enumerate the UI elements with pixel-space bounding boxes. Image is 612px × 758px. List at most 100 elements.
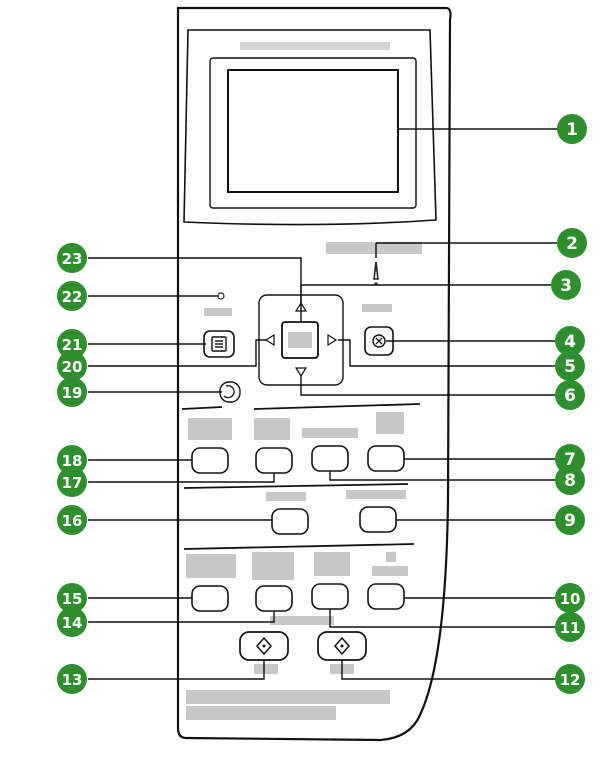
callout-number: 17 (62, 474, 83, 492)
hood-label-placeholder (240, 42, 390, 50)
leader-lines (88, 128, 560, 680)
row1-button-1[interactable] (191, 447, 229, 474)
callout-circle (57, 467, 87, 497)
callout-badge-5: 5 (555, 351, 585, 381)
callout-circle (57, 377, 87, 407)
callout-badge-17: 17 (57, 467, 87, 497)
row1-label-c (302, 428, 358, 438)
callout-badge-7: 7 (555, 444, 585, 474)
divider-3 (183, 543, 415, 550)
callout-badge-6: 6 (555, 380, 585, 410)
callout-number: 21 (62, 336, 83, 354)
row1-label-d (376, 412, 404, 434)
callout-number: 23 (62, 250, 83, 268)
callout-badge-14: 14 (57, 607, 87, 637)
divider-1a (181, 406, 223, 410)
callout-badge-1: 1 (557, 114, 587, 144)
callout-circle (57, 664, 87, 694)
callout-circle (555, 664, 585, 694)
callout-circle (57, 607, 87, 637)
callout-badge-9: 9 (555, 505, 585, 535)
callout-badge-11: 11 (555, 612, 585, 642)
callout-circle (555, 465, 585, 495)
row3-label-a (186, 554, 236, 578)
row2-label-b (346, 490, 406, 499)
callout-circle (555, 351, 585, 381)
callout-badge-23: 23 (57, 243, 87, 273)
row2-button-2[interactable] (359, 506, 397, 533)
callout-badge-4: 4 (555, 326, 585, 356)
divider-1b (253, 403, 421, 410)
x-circle-icon (372, 334, 386, 348)
callout-circle (57, 243, 87, 273)
callout-number: 13 (62, 671, 83, 689)
callout-circle (57, 445, 87, 475)
row3-button-1[interactable] (191, 585, 229, 612)
callout-badge-8: 8 (555, 465, 585, 495)
callout-badge-3: 3 (551, 270, 581, 300)
callout-number: 15 (62, 590, 83, 608)
callout-number: 9 (564, 511, 576, 531)
callout-number: 12 (560, 671, 581, 689)
callout-number: 8 (564, 471, 576, 491)
callout-badge-13: 13 (57, 664, 87, 694)
callout-circle (57, 505, 87, 535)
row1-button-2[interactable] (255, 447, 293, 474)
menu-icon (211, 336, 227, 352)
row1-button-4[interactable] (367, 445, 405, 472)
start-left-label (254, 664, 278, 674)
callout-circle (57, 351, 87, 381)
callout-badge-16: 16 (57, 505, 87, 535)
callout-badge-21: 21 (57, 329, 87, 359)
row2-button-1[interactable] (271, 508, 309, 535)
callout-number: 1 (566, 120, 578, 140)
diamond-start-icon (256, 636, 272, 656)
callout-circle (551, 270, 581, 300)
callout-badge-2: 2 (557, 228, 587, 258)
callout-number: 20 (62, 358, 83, 376)
display-screen (227, 69, 399, 193)
callout-badge-18: 18 (57, 445, 87, 475)
row3-button-4[interactable] (367, 583, 405, 610)
row2-label-a (266, 492, 306, 501)
left-arrow-button[interactable] (264, 333, 275, 347)
on-light (217, 292, 225, 300)
divider-2 (183, 483, 409, 489)
right-arrow-button[interactable] (327, 333, 338, 347)
row3-label-c (314, 552, 350, 576)
callout-circle (57, 281, 87, 311)
bottom-label-2 (186, 706, 336, 720)
callout-badge-12: 12 (555, 664, 585, 694)
back-button[interactable] (219, 381, 241, 403)
warning-label-placeholder (326, 242, 422, 254)
callout-number: 5 (564, 357, 576, 377)
callout-circle (57, 329, 87, 359)
callout-number: 22 (62, 288, 83, 306)
callout-circle (555, 505, 585, 535)
diamond-start-icon (334, 636, 350, 656)
row1-label-a (188, 418, 232, 440)
row3-button-2[interactable] (255, 585, 293, 612)
callout-badge-22: 22 (57, 281, 87, 311)
callout-badge-19: 19 (57, 377, 87, 407)
callout-circle (555, 380, 585, 410)
row3-label-b (252, 552, 294, 580)
callout-number: 14 (62, 614, 83, 632)
callout-circle (555, 612, 585, 642)
callout-circle (57, 583, 87, 613)
row1-button-3[interactable] (311, 445, 349, 472)
callout-number: 18 (62, 452, 83, 470)
row3-button-3[interactable] (311, 583, 349, 610)
callout-circle (555, 326, 585, 356)
callout-badge-15: 15 (57, 583, 87, 613)
down-arrow-button[interactable] (294, 367, 308, 378)
callout-number: 3 (560, 276, 572, 296)
callout-number: 16 (62, 512, 83, 530)
back-arrow-icon (223, 384, 235, 399)
callout-circle (555, 583, 585, 613)
ok-label-placeholder (288, 332, 312, 348)
callout-number: 4 (564, 332, 576, 352)
